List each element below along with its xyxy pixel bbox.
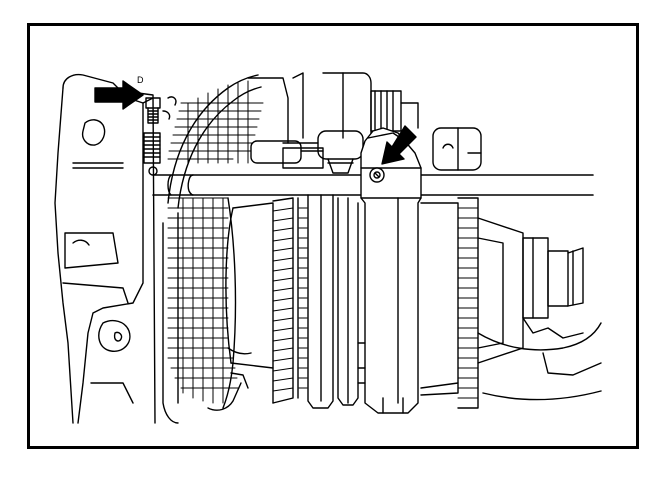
transmission-assembly-illustration: D xyxy=(54,72,602,424)
right-drum xyxy=(420,197,524,409)
bolt xyxy=(143,96,177,176)
clamp-tool xyxy=(360,127,422,414)
clutch-drum-left xyxy=(162,74,264,424)
callout-arrow-clamp xyxy=(381,125,417,165)
callout-label-d: D xyxy=(137,75,144,85)
figure-frame: D xyxy=(27,23,639,449)
gear-pack xyxy=(225,194,366,409)
left-housing xyxy=(54,73,156,424)
callout-arrow-d: D xyxy=(94,75,144,110)
output-shaft xyxy=(477,237,602,401)
arrow-down-left-icon xyxy=(381,125,417,165)
arrow-right-icon xyxy=(94,80,144,110)
